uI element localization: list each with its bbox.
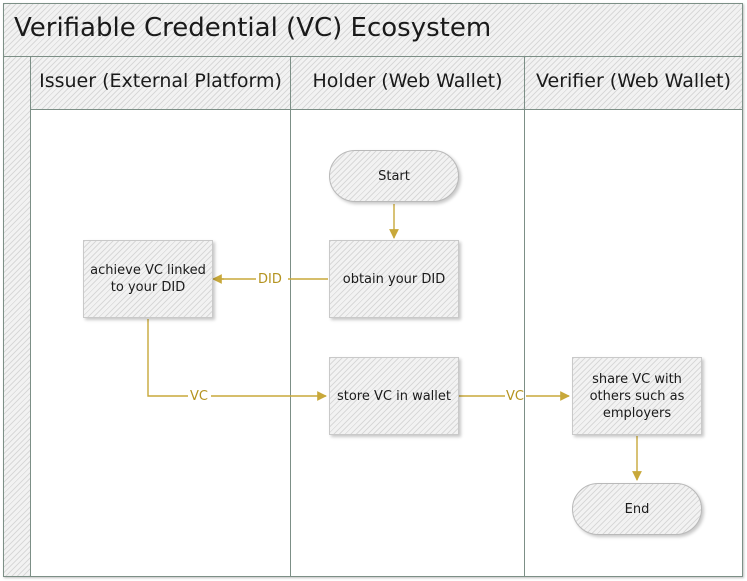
store-vc-label: store VC in wallet xyxy=(336,388,452,404)
lane-divider-2 xyxy=(524,57,525,576)
title-bar: Verifiable Credential (VC) Ecosystem xyxy=(4,4,742,57)
lane-label-verifier: Verifier (Web Wallet) xyxy=(535,70,731,92)
lane-divider-1 xyxy=(290,57,291,576)
achieve-vc-label: achieve VC linked to your DID xyxy=(90,263,206,295)
start-label: Start xyxy=(378,168,410,184)
diagram-frame xyxy=(3,3,743,577)
lane-label-holder: Holder (Web Wallet) xyxy=(312,70,503,92)
obtain-did-label: obtain your DID xyxy=(342,271,446,287)
diagram-title: Verifiable Credential (VC) Ecosystem xyxy=(14,13,492,43)
end-terminator: End xyxy=(572,483,702,535)
lane-header-issuer: Issuer (External Platform) xyxy=(31,57,290,110)
obtain-did-process: obtain your DID xyxy=(329,240,459,318)
start-terminator: Start xyxy=(329,150,459,202)
pool-side-strip xyxy=(4,57,31,576)
share-vc-process: share VC with others such as employers xyxy=(572,357,702,435)
lane-label-issuer: Issuer (External Platform) xyxy=(39,70,282,92)
store-vc-process: store VC in wallet xyxy=(329,357,459,435)
end-label: End xyxy=(624,501,650,517)
lane-header-holder: Holder (Web Wallet) xyxy=(291,57,524,110)
lane-header-verifier: Verifier (Web Wallet) xyxy=(525,57,742,110)
share-vc-label: share VC with others such as employers xyxy=(589,371,685,421)
achieve-vc-process: achieve VC linked to your DID xyxy=(83,240,213,318)
